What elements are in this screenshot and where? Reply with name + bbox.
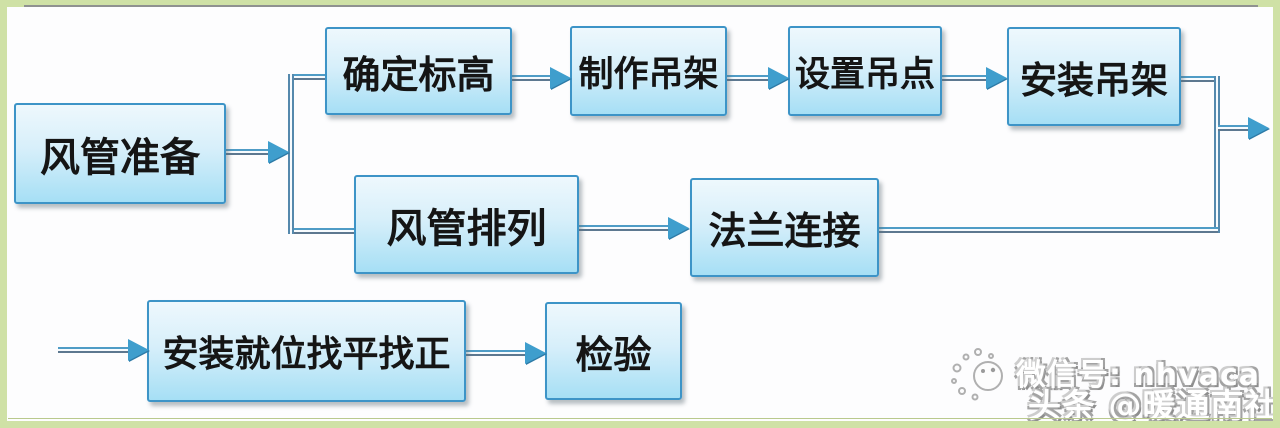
node-inspection: 检验 xyxy=(545,302,682,400)
connector-right-exit xyxy=(1218,125,1248,131)
connector-branch-to-arrange xyxy=(294,228,356,234)
arrowhead-right-exit xyxy=(1248,117,1269,139)
node-set-hanging-points: 设置吊点 xyxy=(788,26,942,116)
connector-branch-to-elevation xyxy=(294,74,326,80)
connector-right-vertical xyxy=(1214,76,1220,233)
connector-arrange-flange xyxy=(575,225,668,231)
arrowhead-left-entry xyxy=(128,339,149,361)
watermark-wechat-id: 微信号: nhvaca xyxy=(1016,358,1260,393)
connector-left-entry xyxy=(58,347,128,353)
connector-install-out xyxy=(1177,76,1216,82)
connector-branch-vertical xyxy=(288,74,294,234)
connector-position-inspect xyxy=(462,350,525,356)
node-install-hangers: 安装吊架 xyxy=(1007,27,1181,126)
node-make-hangers: 制作吊架 xyxy=(570,26,727,116)
connector-elevation-hangers xyxy=(508,75,550,81)
node-set-elevation: 确定标高 xyxy=(325,27,512,115)
connector-prepare-out xyxy=(222,149,268,155)
arrowhead-position-inspect xyxy=(525,342,546,364)
arrowhead-arrange-flange xyxy=(668,217,689,239)
arrowhead-points-install xyxy=(986,67,1007,89)
watermark-toutiao-id: 头条 @暖通南社 xyxy=(1028,386,1279,425)
node-duct-prepare: 风管准备 xyxy=(14,103,226,204)
arrowhead-hangers-points xyxy=(768,67,789,89)
connector-points-install xyxy=(938,75,986,81)
arrowhead-elevation-hangers xyxy=(550,67,571,89)
connector-hangers-points xyxy=(723,75,768,81)
frame-top-shadow-line xyxy=(24,5,1258,7)
dots-circle-logo-icon xyxy=(951,348,1003,401)
node-flange-connection: 法兰连接 xyxy=(690,178,879,277)
frame-bottom-highlight-line xyxy=(8,418,1272,419)
node-position-level-align: 安装就位找平找正 xyxy=(147,300,466,402)
arrowhead-prepare-branch xyxy=(268,141,289,163)
connector-flange-out xyxy=(875,227,1218,233)
node-duct-arrangement: 风管排列 xyxy=(354,175,579,274)
